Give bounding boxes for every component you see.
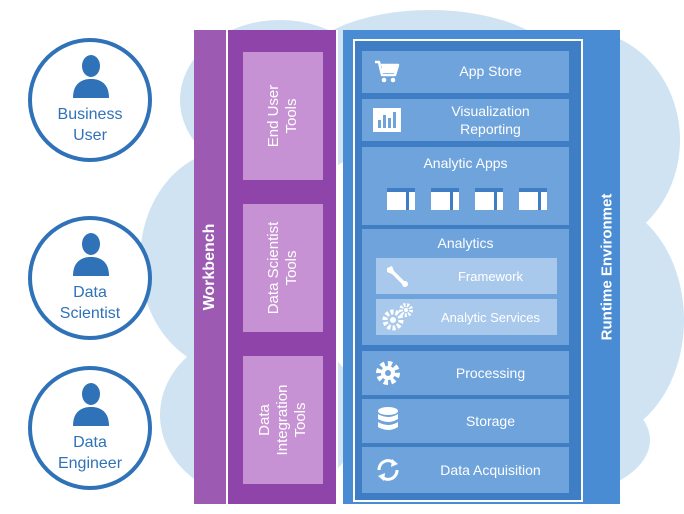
visualization-label-line1: Visualization: [451, 103, 530, 119]
tool-label-line2: Tools: [283, 250, 300, 286]
user-icon: [73, 55, 109, 98]
visualization-block: Visualization Reporting: [362, 99, 569, 141]
app-store-block: App Store: [362, 51, 569, 93]
persona-label-line1: Business: [57, 106, 123, 123]
data-acquisition-block: Data Acquisition: [362, 447, 569, 493]
tool-label-line1: Data: [256, 404, 273, 436]
bar-chart-icon: [373, 108, 401, 132]
persona-label-line1: Data: [73, 434, 107, 451]
database-icon: [378, 407, 398, 430]
runtime-title-text: Runtime Environmet: [598, 193, 615, 341]
workbench-title: Workbench: [194, 30, 226, 504]
app-window-icon: [475, 188, 503, 210]
storage-block: Storage: [362, 399, 569, 443]
data-integration-tools-box: Data Integration Tools: [243, 356, 323, 484]
tool-label-line1: Data Scientist: [265, 221, 282, 315]
gears-icon: [382, 303, 413, 331]
tool-label-line2: Tools: [283, 98, 300, 134]
wrench-icon: [387, 266, 408, 287]
app-window-icon: [519, 188, 547, 210]
shopping-cart-icon: [375, 60, 400, 83]
processing-label: Processing: [455, 365, 526, 381]
data-acquisition-label: Data Acquisition: [440, 462, 541, 478]
persona-label-line2: Engineer: [57, 455, 123, 472]
storage-label: Storage: [465, 413, 516, 429]
persona-label-line2: Scientist: [59, 305, 121, 322]
sync-icon: [377, 459, 399, 481]
end-user-tools-box: End User Tools: [243, 52, 323, 180]
gear-icon: [376, 361, 400, 385]
app-store-label: App Store: [459, 63, 522, 79]
processing-block: Processing: [362, 351, 569, 395]
workbench-title-text: Workbench: [201, 223, 218, 311]
tool-label-line2: Integration: [274, 384, 291, 456]
analytic-apps-block: Analytic Apps: [362, 147, 569, 225]
persona-business-user: Business User: [28, 38, 152, 162]
user-icon: [73, 383, 109, 426]
persona-data-engineer: Data Engineer: [28, 366, 152, 490]
analytic-apps-label: Analytic Apps: [423, 155, 508, 171]
persona-label-line1: Data: [73, 284, 107, 301]
persona-data-scientist: Data Scientist: [28, 216, 152, 340]
data-scientist-tools-box: Data Scientist Tools: [243, 204, 323, 332]
app-window-icon: [387, 188, 415, 210]
framework-block: Framework: [376, 258, 557, 294]
analytic-services-block: Analytic Services: [376, 299, 557, 335]
persona-label-line2: User: [73, 127, 107, 144]
analytics-label: Analytics: [437, 235, 494, 251]
runtime-title: Runtime Environmet: [593, 30, 620, 504]
user-icon: [73, 233, 109, 276]
app-window-icon: [431, 188, 459, 210]
tool-label-line3: Tools: [292, 402, 309, 438]
tool-label-line1: End User: [265, 84, 282, 148]
framework-label: Framework: [457, 268, 523, 284]
analytic-services-label: Analytic Services: [441, 309, 540, 325]
visualization-label-line2: Reporting: [460, 121, 521, 137]
